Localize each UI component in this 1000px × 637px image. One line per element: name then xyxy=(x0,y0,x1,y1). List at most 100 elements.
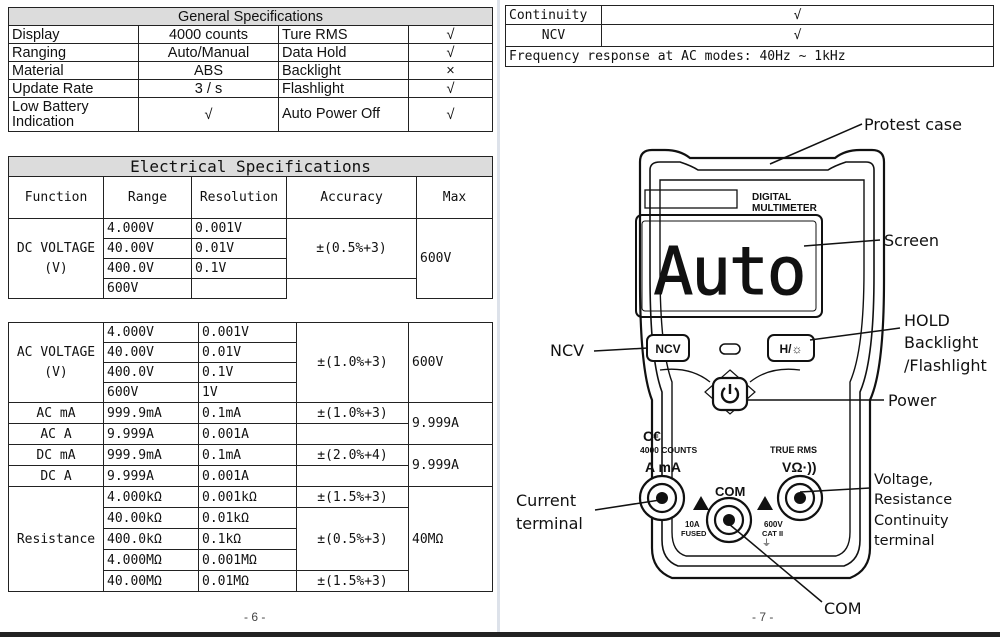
range-cell: 400.0V xyxy=(103,258,192,279)
true-rms-label: TRUE RMS xyxy=(770,445,817,455)
range-cell: 40.00MΩ xyxy=(103,570,199,592)
callout-hold: HOLD xyxy=(904,311,950,330)
page-6: General Specifications Display 4000 coun… xyxy=(0,0,497,632)
spec-cell: Backlight xyxy=(278,61,409,80)
multimeter-diagram: DIGITAL MULTIMETER Auto NCV H/☼ C€ 4000 … xyxy=(593,123,901,603)
callout-voltage: Voltage, xyxy=(874,472,933,488)
page-7: Continuity √ NCV √ Frequency response at… xyxy=(500,0,1000,632)
callout-com: COM xyxy=(824,599,862,618)
spec-cell: Auto Power Off xyxy=(278,97,409,132)
spec-cell: ABS xyxy=(138,61,279,80)
page-number-right: - 7 - xyxy=(752,610,774,624)
feature-cell: Continuity xyxy=(505,5,602,25)
spec-cell: 3 / s xyxy=(138,79,279,98)
fuse-label: FUSED xyxy=(681,529,707,538)
callout-current: Current xyxy=(516,491,577,510)
current-terminal xyxy=(638,474,686,522)
ac-specs-table: AC VOLTAGE (V) 4.000V 0.001V ±(1.0%+3) 6… xyxy=(8,322,493,592)
resolution-cell: 0.001V xyxy=(198,322,297,343)
range-cell: 9.999A xyxy=(103,465,199,487)
page-divider xyxy=(497,0,500,632)
voltage-terminal xyxy=(776,474,824,522)
range-cell: 9.999A xyxy=(103,423,199,445)
page-number-left: - 6 - xyxy=(244,610,266,624)
accuracy-cell: ±(1.0%+3) xyxy=(296,322,409,403)
svg-text:⏚: ⏚ xyxy=(762,538,771,548)
spec-cell: 4000 counts xyxy=(138,25,279,44)
function-cell: AC mA xyxy=(8,402,104,424)
ce-mark: C€ xyxy=(643,428,661,444)
electrical-specs-title: Electrical Specifications xyxy=(7,156,494,177)
frequency-response: Frequency response at AC modes: 40Hz ~ 1… xyxy=(505,46,994,67)
function-cell: Resistance xyxy=(8,486,104,592)
resolution-cell: 0.001V xyxy=(191,218,287,239)
resolution-cell: 0.1V xyxy=(198,362,297,383)
accuracy-cell: ±(1.0%+3) xyxy=(296,402,409,424)
resolution-cell: 0.001A xyxy=(198,465,297,487)
function-cell: DC mA xyxy=(8,444,104,466)
hold-button xyxy=(767,334,815,362)
range-cell: 999.9mA xyxy=(103,444,199,466)
range-cell: 400.0kΩ xyxy=(103,528,199,550)
callout-backlight: Backlight xyxy=(904,333,979,352)
accuracy-cell: ±(2.0%+4) xyxy=(296,444,409,466)
spec-cell: Update Rate xyxy=(8,79,139,98)
resolution-cell: 0.01V xyxy=(191,238,287,259)
device-label-line1: DIGITAL xyxy=(752,192,791,203)
spec-cell: Ture RMS xyxy=(278,25,409,44)
max-cell: 600V xyxy=(415,218,494,299)
accuracy-cell-empty xyxy=(296,423,409,445)
general-specs-title: General Specifications xyxy=(7,7,494,26)
resolution-cell: 0.1V xyxy=(191,258,287,279)
max-cell: 600V xyxy=(408,322,493,403)
spec-cell: × xyxy=(407,61,494,80)
function-cell: AC VOLTAGE (V) xyxy=(8,322,104,403)
spec-cell: Auto/Manual xyxy=(138,43,279,62)
accuracy-cell: ±(1.5%+3) xyxy=(296,486,409,508)
spec-cell: Data Hold xyxy=(278,43,409,62)
range-cell: 4.000V xyxy=(103,218,192,239)
function-cell: DC A xyxy=(8,465,104,487)
range-cell: 600V xyxy=(103,382,199,403)
fuse-rating: 10A xyxy=(685,520,700,529)
bottom-bar xyxy=(0,632,1000,637)
callout-power: Power xyxy=(888,391,937,410)
callout-protest-case: Protest case xyxy=(864,115,962,134)
column-header: Function xyxy=(8,176,104,219)
resolution-cell: 1V xyxy=(198,382,297,403)
cat-label: CAT II xyxy=(762,529,783,538)
resolution-cell: 0.1kΩ xyxy=(198,528,297,550)
electrical-specs-table: Electrical Specifications Function Range… xyxy=(7,156,494,299)
resolution-cell: 0.01V xyxy=(198,342,297,363)
callout-screen: Screen xyxy=(884,231,940,250)
spec-cell: √ xyxy=(407,43,494,62)
callout-ncv: NCV xyxy=(550,341,585,360)
accuracy-cell: ±(1.5%+3) xyxy=(296,570,409,592)
feature-value: √ xyxy=(601,24,994,47)
callout-current-terminal: terminal xyxy=(516,514,583,533)
range-cell: 600V xyxy=(103,278,192,299)
svg-text:NCV: NCV xyxy=(655,342,680,356)
callout-continuity: Continuity xyxy=(874,513,949,529)
spec-cell: Display xyxy=(8,25,139,44)
spec-cell: √ xyxy=(407,79,494,98)
spec-cell: √ xyxy=(138,97,279,132)
screen-display-text: Auto xyxy=(654,233,805,310)
com-terminal xyxy=(705,496,753,544)
max-cell: 9.999A xyxy=(408,444,493,487)
v-ohm-label: VΩ·)) xyxy=(782,459,817,475)
spec-cell: Low Battery Indication xyxy=(8,97,139,132)
resolution-cell: 0.1mA xyxy=(198,444,297,466)
max-cell: 9.999A xyxy=(408,402,493,445)
column-header: Max xyxy=(415,176,494,219)
column-header: Accuracy xyxy=(286,176,417,219)
svg-text:H/☼: H/☼ xyxy=(780,342,803,356)
indicator-light xyxy=(719,343,741,355)
spec-cell: Ranging xyxy=(8,43,139,62)
protest-case xyxy=(638,148,886,580)
range-cell: 40.00V xyxy=(103,238,192,259)
range-cell: 4.000kΩ xyxy=(103,486,199,508)
range-cell: 40.00kΩ xyxy=(103,507,199,529)
callout-flashlight: /Flashlight xyxy=(904,356,987,375)
accuracy-cell: ±(0.5%+3) xyxy=(286,218,417,279)
